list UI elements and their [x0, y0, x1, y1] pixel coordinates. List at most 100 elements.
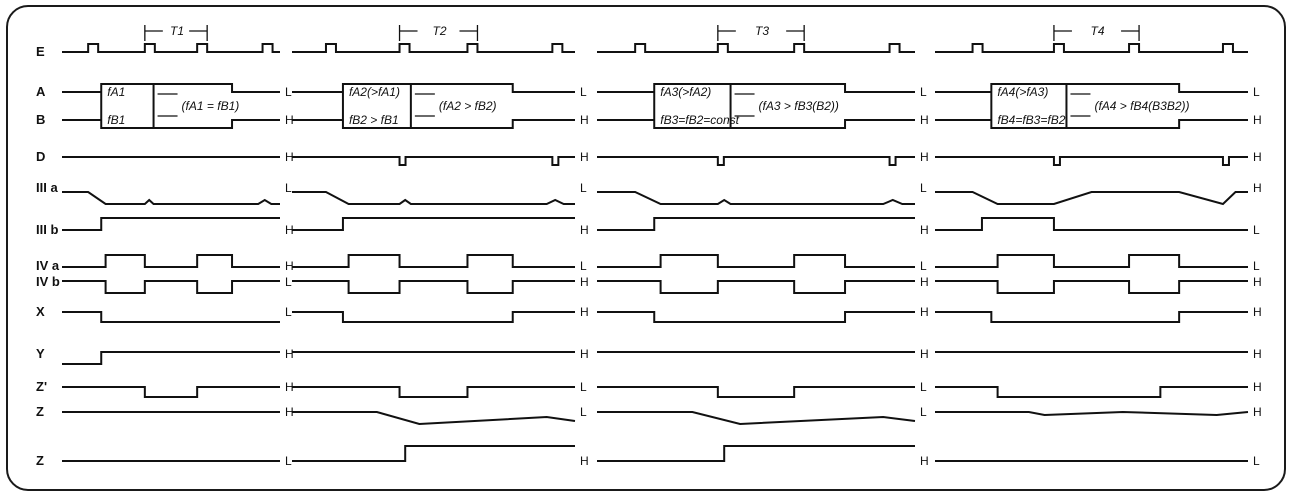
- level-marker-Zp: L: [920, 380, 927, 394]
- level-marker-IIIa: L: [920, 181, 927, 195]
- freq-b-label: fB4=fB3=fB2: [997, 113, 1065, 127]
- X-waveform: [597, 311, 915, 323]
- X-waveform: [292, 311, 575, 323]
- level-marker-B: H: [920, 113, 929, 127]
- period-label: T4: [1091, 24, 1105, 38]
- diagram-frame: [6, 5, 1286, 491]
- level-marker-B: H: [1253, 113, 1262, 127]
- level-marker-Z: H: [1253, 405, 1262, 419]
- IIIb-waveform: [292, 217, 575, 231]
- E-waveform: [62, 43, 280, 53]
- row-label-IIIa: III a: [36, 180, 58, 195]
- comparator-box: [341, 83, 412, 129]
- Z-waveform: [935, 410, 1249, 417]
- period-label: T3: [755, 24, 769, 38]
- A-tail-waveform: [730, 83, 915, 93]
- IIIb-waveform: [597, 217, 915, 231]
- A-tail-waveform: [153, 83, 280, 93]
- B-tail-waveform: [730, 119, 915, 129]
- level-marker-A: L: [580, 85, 587, 99]
- level-marker-Zp: H: [285, 380, 294, 394]
- level-marker-IVb: H: [580, 275, 589, 289]
- level-marker-D: H: [920, 150, 929, 164]
- freq-a-label: fA4(>fA3): [997, 85, 1048, 99]
- D-waveform: [597, 156, 915, 166]
- IVb-waveform: [292, 280, 575, 294]
- level-marker-X: L: [285, 305, 292, 319]
- level-marker-Y: H: [920, 347, 929, 361]
- IIIa-waveform: [62, 191, 280, 205]
- panel-3: [597, 25, 916, 462]
- A-tail-waveform: [410, 83, 575, 93]
- IVa-waveform: [292, 254, 575, 268]
- level-marker-IVa: L: [580, 259, 587, 273]
- IIIa-waveform: [597, 191, 915, 205]
- E-waveform: [935, 43, 1248, 53]
- freq-b-label: fB2 > fB1: [349, 113, 399, 127]
- period-label: T2: [433, 24, 447, 38]
- level-marker-IVb: H: [920, 275, 929, 289]
- row-label-D: D: [36, 149, 45, 164]
- row-label-Z2: Z: [36, 453, 44, 468]
- IVb-waveform: [62, 280, 280, 294]
- freq-a-label: fA1: [107, 85, 125, 99]
- level-marker-IVa: L: [920, 259, 927, 273]
- IVb-waveform: [935, 280, 1248, 294]
- row-label-E: E: [36, 44, 45, 59]
- level-marker-A: L: [920, 85, 927, 99]
- IVa-waveform: [935, 254, 1248, 268]
- level-marker-IIIa: L: [580, 181, 587, 195]
- Z2-waveform: [597, 445, 915, 462]
- IIIa-waveform: [292, 191, 575, 205]
- level-marker-A: L: [1253, 85, 1260, 99]
- condition-label: (fA4 > fB4(B3B2)): [1094, 99, 1189, 113]
- level-marker-IIIb: L: [1253, 223, 1260, 237]
- Zp-waveform: [292, 386, 575, 398]
- panel-2: [292, 25, 576, 462]
- row-label-B: B: [36, 112, 45, 127]
- freq-b-label: fB1: [107, 113, 125, 127]
- panel-1: [62, 25, 280, 462]
- level-marker-Z2: H: [920, 454, 929, 468]
- level-marker-D: H: [580, 150, 589, 164]
- row-label-Z: Z: [36, 404, 44, 419]
- level-marker-X: H: [580, 305, 589, 319]
- B-tail-waveform: [410, 119, 575, 129]
- Zp-waveform: [597, 386, 915, 398]
- level-marker-Y: H: [1253, 347, 1262, 361]
- row-label-IVa: IV a: [36, 258, 60, 273]
- condition-label: (fA1 = fB1): [182, 99, 240, 113]
- panel-4: [935, 25, 1249, 462]
- Z-waveform: [292, 411, 576, 426]
- level-marker-Z: L: [920, 405, 927, 419]
- Y-waveform: [62, 351, 280, 365]
- E-waveform: [597, 43, 915, 53]
- Zp-waveform: [62, 386, 280, 398]
- period-label: T1: [170, 24, 184, 38]
- IIIb-waveform: [62, 217, 280, 231]
- level-marker-Z2: L: [285, 454, 292, 468]
- D-waveform: [292, 156, 575, 166]
- condition-label: (fA2 > fB2): [439, 99, 497, 113]
- Zp-waveform: [935, 386, 1248, 398]
- Z-waveform: [597, 411, 916, 426]
- row-label-IIIb: III b: [36, 222, 58, 237]
- level-marker-IIIb: H: [580, 223, 589, 237]
- level-marker-Zp: H: [1253, 380, 1262, 394]
- level-marker-IVa: L: [1253, 259, 1260, 273]
- level-marker-D: H: [1253, 150, 1262, 164]
- E-waveform: [292, 43, 575, 53]
- comparator-box: [100, 83, 155, 129]
- row-label-X: X: [36, 304, 45, 319]
- IVa-waveform: [62, 254, 280, 268]
- IVa-waveform: [597, 254, 915, 268]
- level-marker-IVa: H: [285, 259, 294, 273]
- level-marker-D: H: [285, 150, 294, 164]
- level-marker-IVb: H: [1253, 275, 1262, 289]
- level-marker-Z2: L: [1253, 454, 1260, 468]
- level-marker-Z: H: [285, 405, 294, 419]
- A-tail-waveform: [1066, 83, 1248, 93]
- condition-label: (fA3 > fB3(B2)): [759, 99, 839, 113]
- level-marker-IIIa: H: [1253, 181, 1262, 195]
